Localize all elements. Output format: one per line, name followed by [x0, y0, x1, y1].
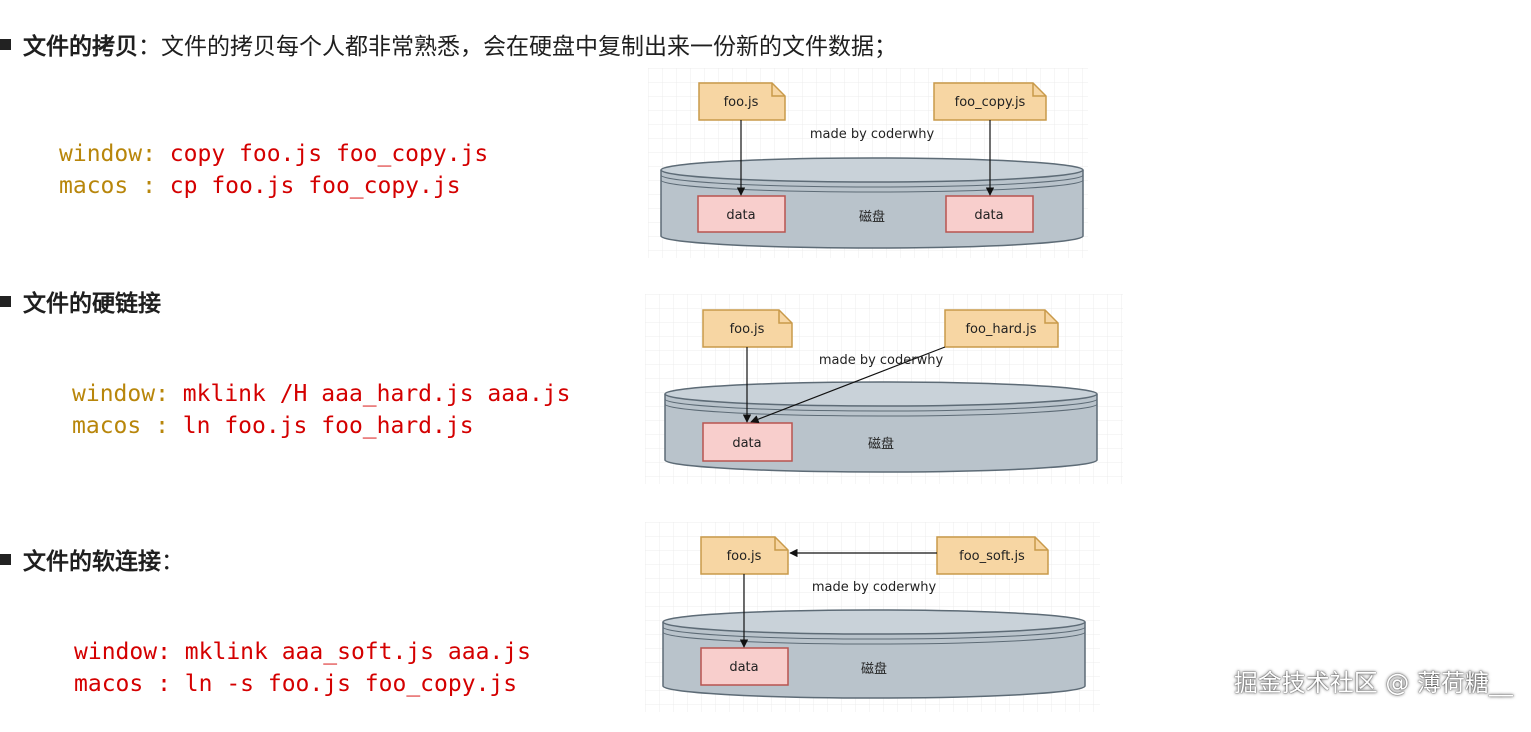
- code-cmd: ln -s foo.js foo_copy.js: [184, 671, 518, 697]
- disk-label: 磁盘: [861, 661, 887, 677]
- diagram-caption: made by coderwhy: [819, 353, 944, 368]
- file-icon: [702, 309, 793, 348]
- disk-label: 磁盘: [859, 209, 885, 225]
- file-icon: [700, 536, 789, 575]
- data-label: data: [729, 660, 758, 675]
- section-desc: ：文件的拷贝每个人都非常熟悉，会在硬盘中复制出来一份新的文件数据；: [138, 34, 897, 60]
- file-label: foo.js: [727, 549, 762, 564]
- square-bullet-icon: [0, 296, 11, 307]
- diagram-caption: made by coderwhy: [812, 580, 937, 595]
- code-cmd: copy foo.js foo_copy.js: [169, 141, 489, 167]
- code-key: window:: [74, 639, 185, 665]
- data-label: data: [726, 208, 755, 223]
- hardlink-diagram: 磁盘 data foo.js foo_hard.js made by coder…: [645, 294, 1123, 484]
- code-cmd: cp foo.js foo_copy.js: [169, 173, 461, 199]
- code-key: macos :: [74, 671, 185, 697]
- file-label: foo.js: [724, 95, 759, 110]
- section-copy-heading: 文件的拷贝：文件的拷贝每个人都非常熟悉，会在硬盘中复制出来一份新的文件数据；: [0, 32, 897, 62]
- square-bullet-icon: [0, 39, 11, 50]
- file-icon: [933, 82, 1047, 121]
- file-label: foo_hard.js: [965, 322, 1036, 337]
- section-hardlink-heading: 文件的硬链接: [0, 289, 161, 319]
- data-block: [700, 647, 789, 686]
- code-line: macos : ln foo.js foo_hard.js: [72, 410, 571, 442]
- file-label: foo.js: [730, 322, 765, 337]
- data-label: data: [732, 436, 761, 451]
- code-line: window: mklink /H aaa_hard.js aaa.js: [72, 378, 571, 410]
- code-line: macos : cp foo.js foo_copy.js: [59, 170, 488, 202]
- code-key: window:: [72, 381, 183, 407]
- section-title: 文件的软连接: [23, 549, 161, 575]
- file-label: foo_soft.js: [959, 549, 1025, 564]
- code-line: macos : ln -s foo.js foo_copy.js: [74, 668, 531, 700]
- disk-label: 磁盘: [868, 436, 894, 452]
- code-key: macos :: [72, 413, 183, 439]
- file-icon: [936, 536, 1049, 575]
- code-cmd: ln foo.js foo_hard.js: [182, 413, 474, 439]
- softlink-diagram: 磁盘 data foo.js foo_soft.js made by coder…: [645, 522, 1100, 712]
- section-desc: ：: [161, 549, 184, 575]
- section-title: 文件的拷贝: [23, 34, 138, 60]
- code-key: macos :: [59, 173, 170, 199]
- arrow: [750, 346, 946, 424]
- watermark: 掘金技术社区 @ 薄荷糖__: [1233, 669, 1513, 697]
- section-title: 文件的硬链接: [23, 291, 161, 317]
- file-icon: [944, 309, 1059, 348]
- copy-diagram: 磁盘 data data foo.js foo_copy.js made by …: [648, 68, 1088, 258]
- code-cmd: mklink aaa_soft.js aaa.js: [184, 639, 531, 665]
- square-bullet-icon: [0, 554, 11, 565]
- code-key: window:: [59, 141, 170, 167]
- data-block: [945, 195, 1034, 233]
- data-block: [697, 195, 786, 233]
- code-cmd: mklink /H aaa_hard.js aaa.js: [182, 381, 571, 407]
- section-softlink-heading: 文件的软连接：: [0, 547, 184, 577]
- data-block: [702, 422, 793, 462]
- file-icon: [698, 82, 786, 121]
- code-line: window: copy foo.js foo_copy.js: [59, 138, 488, 170]
- diagram-caption: made by coderwhy: [810, 127, 935, 142]
- data-label: data: [974, 208, 1003, 223]
- code-line: window: mklink aaa_soft.js aaa.js: [74, 636, 531, 668]
- file-label: foo_copy.js: [955, 95, 1026, 110]
